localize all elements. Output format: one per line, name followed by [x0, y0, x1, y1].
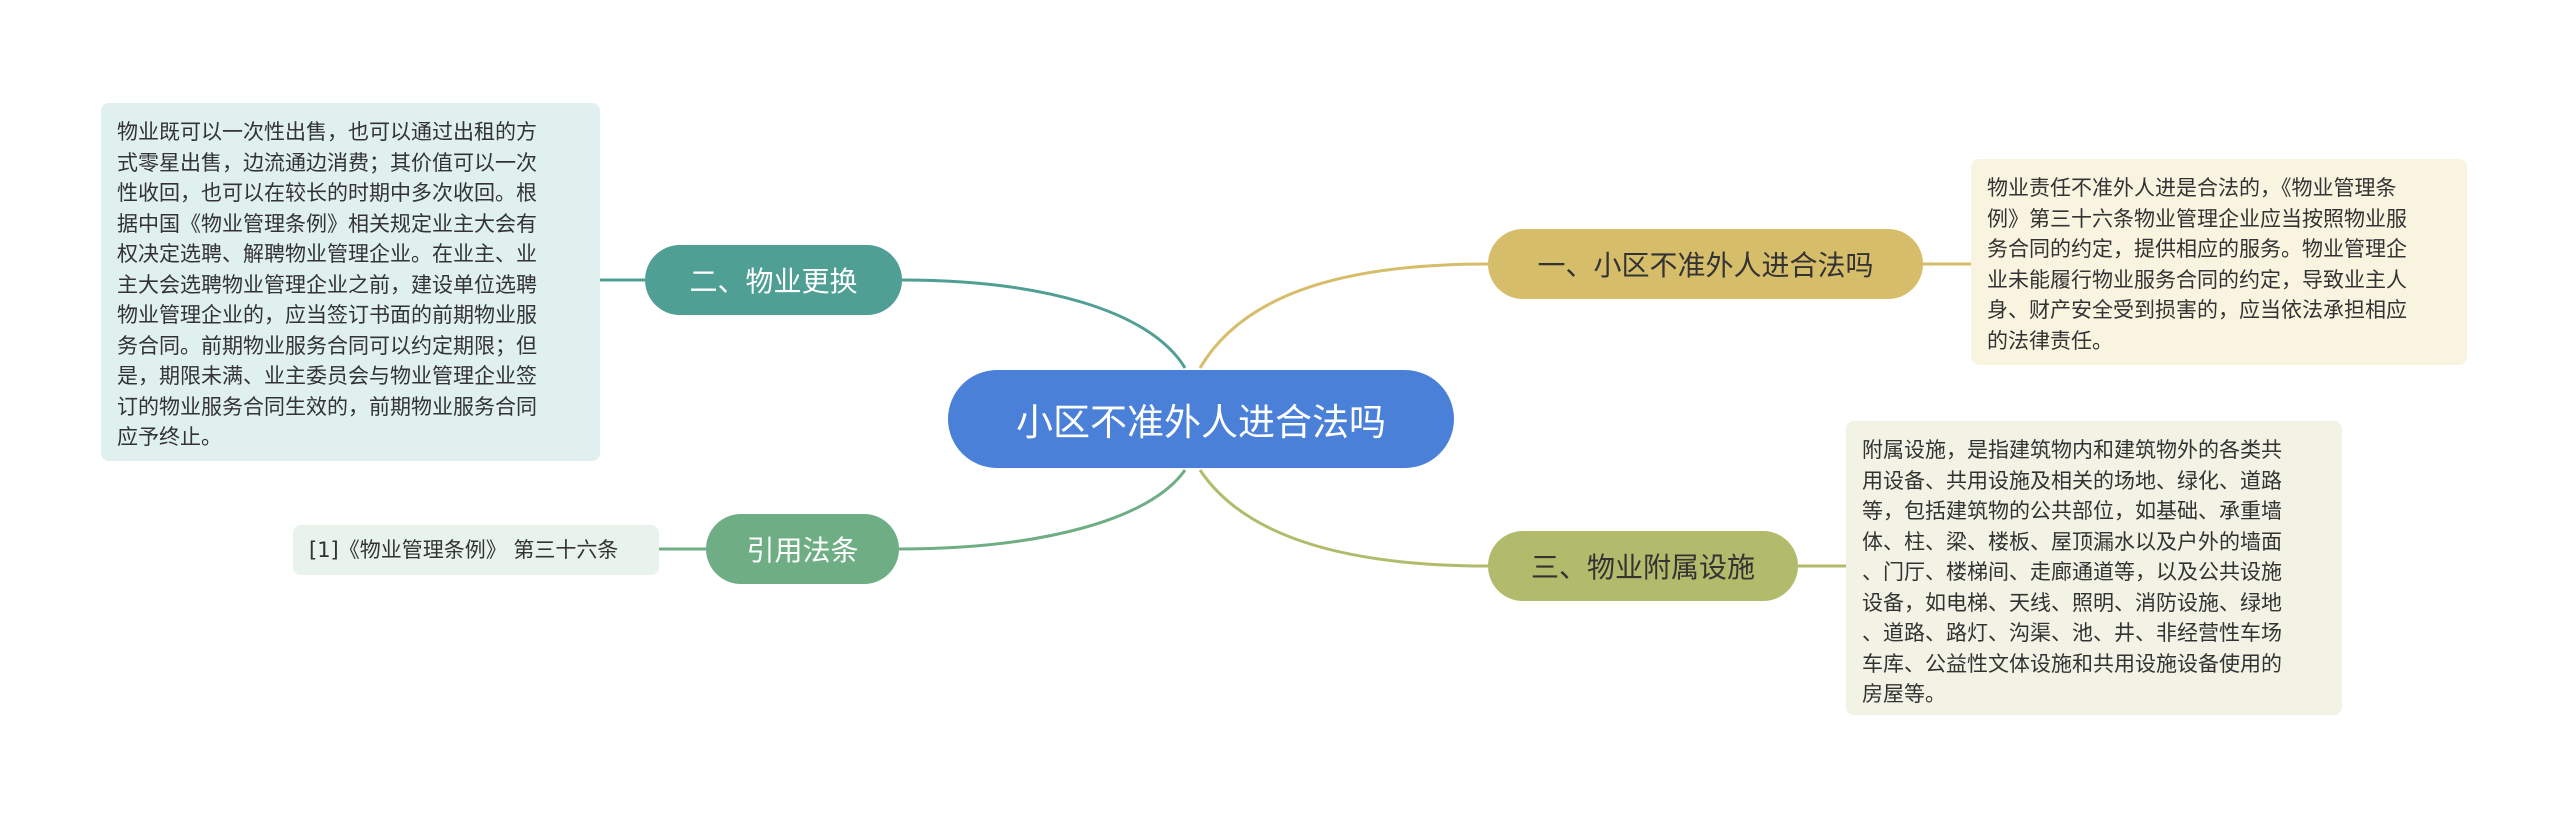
branch-topic-legal[interactable]: 一、小区不准外人进合法吗: [1488, 229, 1923, 299]
connector-root-branch-3: [901, 278, 1187, 369]
detail-replacement: 物业既可以一次性出售，也可以通过出租的方 式零星出售，边流通边消费；其价值可以一…: [101, 103, 600, 461]
connector-root-branch-2: [1198, 469, 1489, 568]
detail-facilities: 附属设施，是指建筑物内和建筑物外的各类共 用设备、共用设施及相关的场地、绿化、道…: [1846, 421, 2342, 715]
detail-citation: [1]《物业管理条例》 第三十六条: [293, 525, 659, 575]
branch-topic-citation[interactable]: 引用法条: [706, 514, 899, 584]
root-topic[interactable]: 小区不准外人进合法吗: [948, 370, 1454, 468]
branch-topic-replacement[interactable]: 二、物业更换: [645, 245, 902, 315]
branch-topic-facilities[interactable]: 三、物业附属设施: [1488, 531, 1798, 601]
connector-root-branch-1: [1198, 262, 1489, 369]
connector-root-branch-4: [898, 469, 1187, 551]
detail-legal: 物业责任不准外人进是合法的，《物业管理条 例》第三十六条物业管理企业应当按照物业…: [1971, 159, 2467, 365]
